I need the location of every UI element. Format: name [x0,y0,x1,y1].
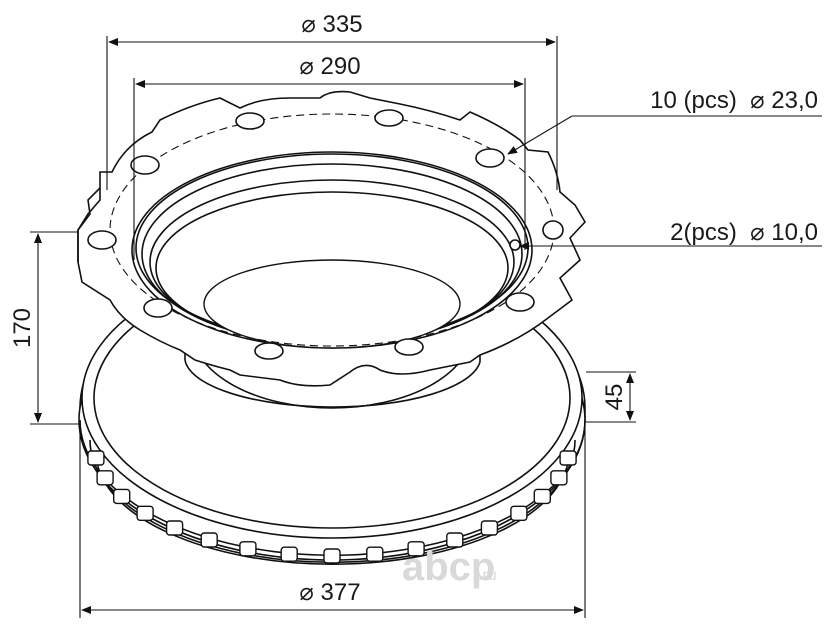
note-large-holes: 10 (pcs) ⌀ 23,0 [650,87,818,114]
watermark-brand: abcp [402,545,495,589]
ventilation-slots [87,450,577,564]
watermark-logo: abcp .ru [402,545,497,589]
vent-slot [239,541,257,557]
dim-height: 170 [9,308,36,348]
vent-slot [112,488,131,505]
vent-slot [87,450,105,466]
vent-slot [559,450,577,466]
vent-slot [165,520,184,536]
mounting-flange [77,90,586,387]
vent-slot [480,520,499,536]
note-small-holes: 2(pcs) ⌀ 10,0 [670,219,818,246]
vent-slot [136,505,154,521]
dim-thickness: 45 [601,384,628,411]
vent-slot [550,470,568,486]
vent-slot [96,470,114,486]
vent-slot [323,548,341,564]
vent-slot [280,546,298,562]
dim-inner-flange: ⌀ 290 [299,53,360,80]
vent-slot [366,546,384,562]
watermark-suffix: .ru [478,567,497,584]
vent-slot [510,505,528,521]
dim-outer-flange: ⌀ 335 [301,11,362,38]
bolt-holes [87,109,564,360]
vent-slot [407,541,425,557]
vent-slot [200,532,218,548]
dim-disc-diameter: ⌀ 377 [299,579,360,606]
vent-slot [446,532,464,548]
vent-slot [533,488,551,505]
dimension-lines [30,36,822,618]
